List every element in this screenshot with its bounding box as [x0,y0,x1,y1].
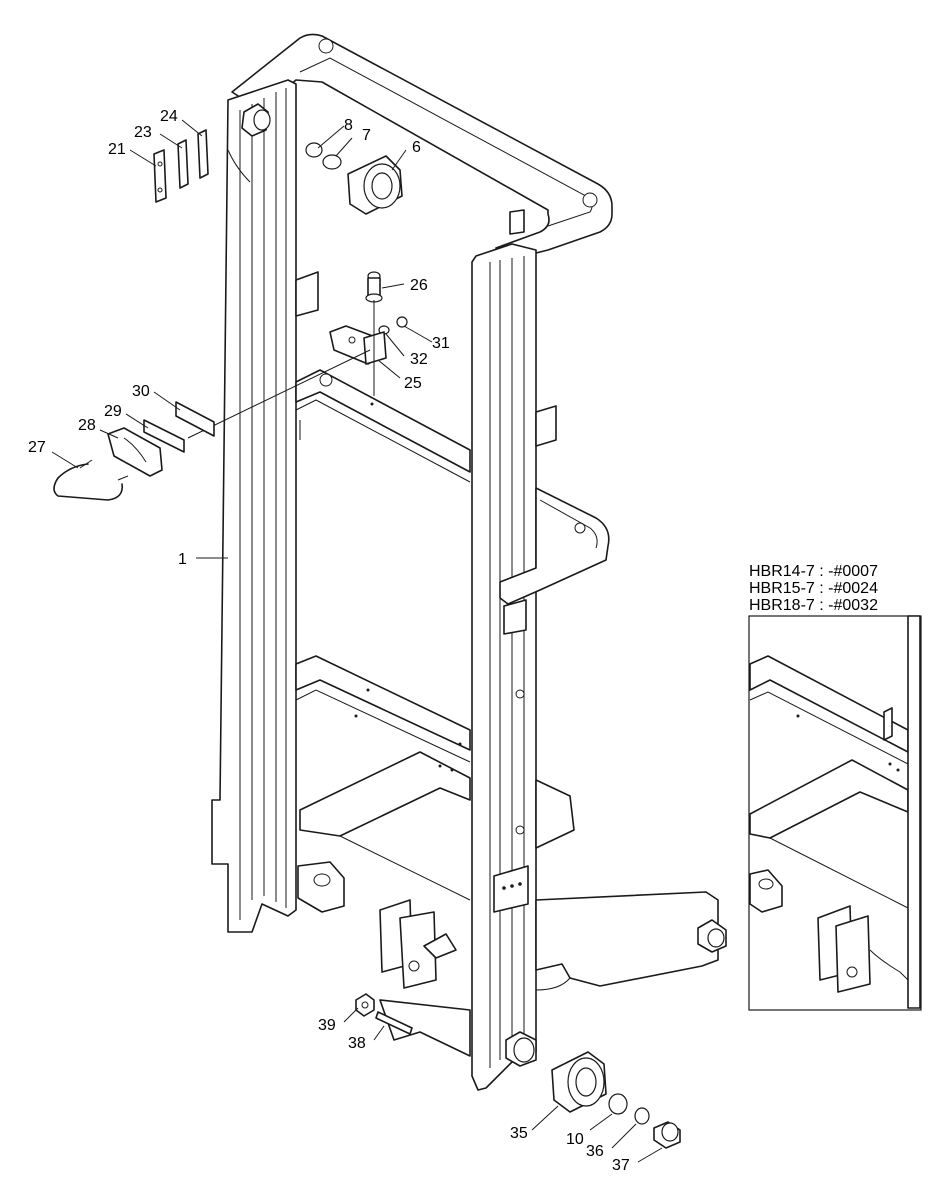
hose-clamp-assembly [53,271,408,501]
callout-30: 30 [132,383,150,400]
callout-39: 39 [318,1017,336,1034]
callout-27: 27 [28,439,46,456]
part-36-spacer [634,1107,650,1125]
callout-21: 21 [108,141,126,158]
part-21-plate [153,149,167,203]
callout-23: 23 [134,124,152,141]
part-10-snap-ring [608,1093,628,1115]
leader-lines [51,119,663,1163]
callout-6: 6 [412,139,421,156]
part-25-bracket [329,325,387,365]
variant-line-2: HBR15-7 : -#0024 [749,580,878,597]
variant-line-3: HBR18-7 : -#0032 [749,597,878,614]
callout-25: 25 [404,375,422,392]
bottom-pivot [355,899,457,1035]
part-26-bolt [365,271,383,303]
part-24-shim [197,129,209,179]
part-7-washer [322,154,342,170]
shim-set [153,129,209,203]
top-roller-assembly [241,103,403,215]
variant-inset: HBR14-7 : -#0007 HBR15-7 : -#0024 HBR18-… [748,563,922,1011]
bottom-roller-assembly [505,919,727,1149]
callout-31: 31 [432,335,450,352]
part-30-plate [175,401,215,437]
callout-36: 36 [586,1143,604,1160]
part-23-shim [177,139,189,189]
callout-38: 38 [348,1035,366,1052]
callout-24: 24 [160,108,178,125]
part-6-bearing [347,155,403,215]
part-29-plate [143,419,185,453]
part-28-clamp [107,427,163,477]
mast-frame [211,33,719,1091]
part-31-nut [396,316,408,328]
part-37-cap [653,1121,681,1149]
part-35-bearing [551,1051,607,1113]
part-27-u-bolt [53,459,129,501]
callout-28: 28 [78,417,96,434]
callout-7: 7 [362,127,371,144]
callout-35: 35 [510,1125,528,1142]
part-39-nut [355,993,375,1017]
callout-29: 29 [104,403,122,420]
variant-inset-detail [749,615,921,1009]
callout-32: 32 [410,351,428,368]
callout-8: 8 [344,117,353,134]
part-8-snap-ring [305,142,323,158]
variant-line-1: HBR14-7 : -#0007 [749,563,878,580]
callout-labels: 1 6 7 8 21 23 24 26 31 32 25 30 29 28 27… [28,108,630,1174]
part-38-pin [375,1011,413,1035]
callout-1: 1 [178,551,187,568]
callout-26: 26 [410,277,428,294]
callout-37: 37 [612,1157,630,1174]
callout-10: 10 [566,1131,584,1148]
